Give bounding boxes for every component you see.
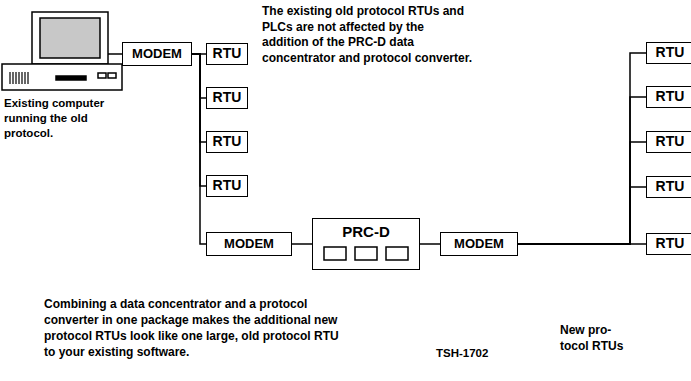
box-label: RTU: [656, 179, 685, 194]
rtu-box: RTU: [646, 86, 691, 108]
label-text: The existing old protocol RTUs and PLCs …: [262, 4, 474, 66]
rtu-box: RTU: [206, 175, 248, 197]
connector-line: [192, 54, 206, 142]
note-text: The existing old protocol RTUs and PLCs …: [262, 4, 474, 66]
rtu-box: RTU: [646, 131, 691, 153]
rtu-box: RTU: [646, 176, 691, 198]
box-label: MODEM: [132, 47, 182, 61]
rtu-box: RTU: [206, 87, 248, 109]
modem-box: MODEM: [440, 232, 518, 256]
box-label: RTU: [213, 134, 242, 149]
box-label: RTU: [213, 46, 242, 61]
rtu-box: RTU: [646, 233, 691, 255]
computer-cable: [108, 53, 122, 55]
rtu-box: RTU: [206, 131, 248, 153]
connector-line: [420, 243, 440, 245]
box-label: RTU: [213, 178, 242, 193]
box-label: RTU: [213, 90, 242, 105]
computer-caption: Existing computer running the old protoc…: [4, 96, 116, 141]
connector-line: [518, 187, 646, 244]
panel-square: [355, 247, 377, 260]
panel-square: [386, 247, 408, 260]
rtu-box: RTU: [646, 42, 691, 64]
modem-box: MODEM: [206, 232, 292, 256]
caption-text: Combining a data concentrator and a prot…: [44, 296, 346, 360]
box-label: RTU: [656, 89, 685, 104]
box-label: RTU: [656, 134, 685, 149]
modem-box: MODEM: [122, 42, 192, 66]
label-text: Existing computer running the old protoc…: [4, 96, 116, 141]
connector-line: [292, 243, 312, 245]
box-label: PRC-D: [342, 224, 390, 241]
vent-lines: [10, 72, 28, 84]
rtu-box: RTU: [206, 43, 248, 65]
indicator: [98, 73, 106, 78]
drive-slot: [56, 76, 86, 80]
converter-box: PRC-D: [312, 218, 420, 270]
box-label: MODEM: [454, 237, 504, 251]
monitor-screen: [40, 18, 100, 58]
label-text: New pro- tocol RTUs: [560, 322, 634, 354]
panel-square: [324, 247, 346, 260]
connector-line: [192, 54, 206, 186]
box-label: RTU: [656, 45, 685, 60]
connector-line: [518, 53, 646, 244]
box-label: RTU: [656, 236, 685, 251]
drawing-number: TSH-1702: [436, 346, 516, 361]
computer-base: [2, 64, 122, 90]
monitor: [32, 12, 108, 64]
connector-line: [518, 142, 646, 244]
connector-line: [192, 54, 206, 98]
box-label: MODEM: [224, 237, 274, 251]
indicator: [108, 73, 116, 78]
label-text: TSH-1702: [436, 346, 516, 361]
connector-line: [518, 243, 646, 245]
group-label: New pro- tocol RTUs: [560, 322, 634, 354]
connector-line: [518, 97, 646, 244]
connector-line: [192, 54, 206, 244]
label-text: Combining a data concentrator and a prot…: [44, 296, 346, 360]
